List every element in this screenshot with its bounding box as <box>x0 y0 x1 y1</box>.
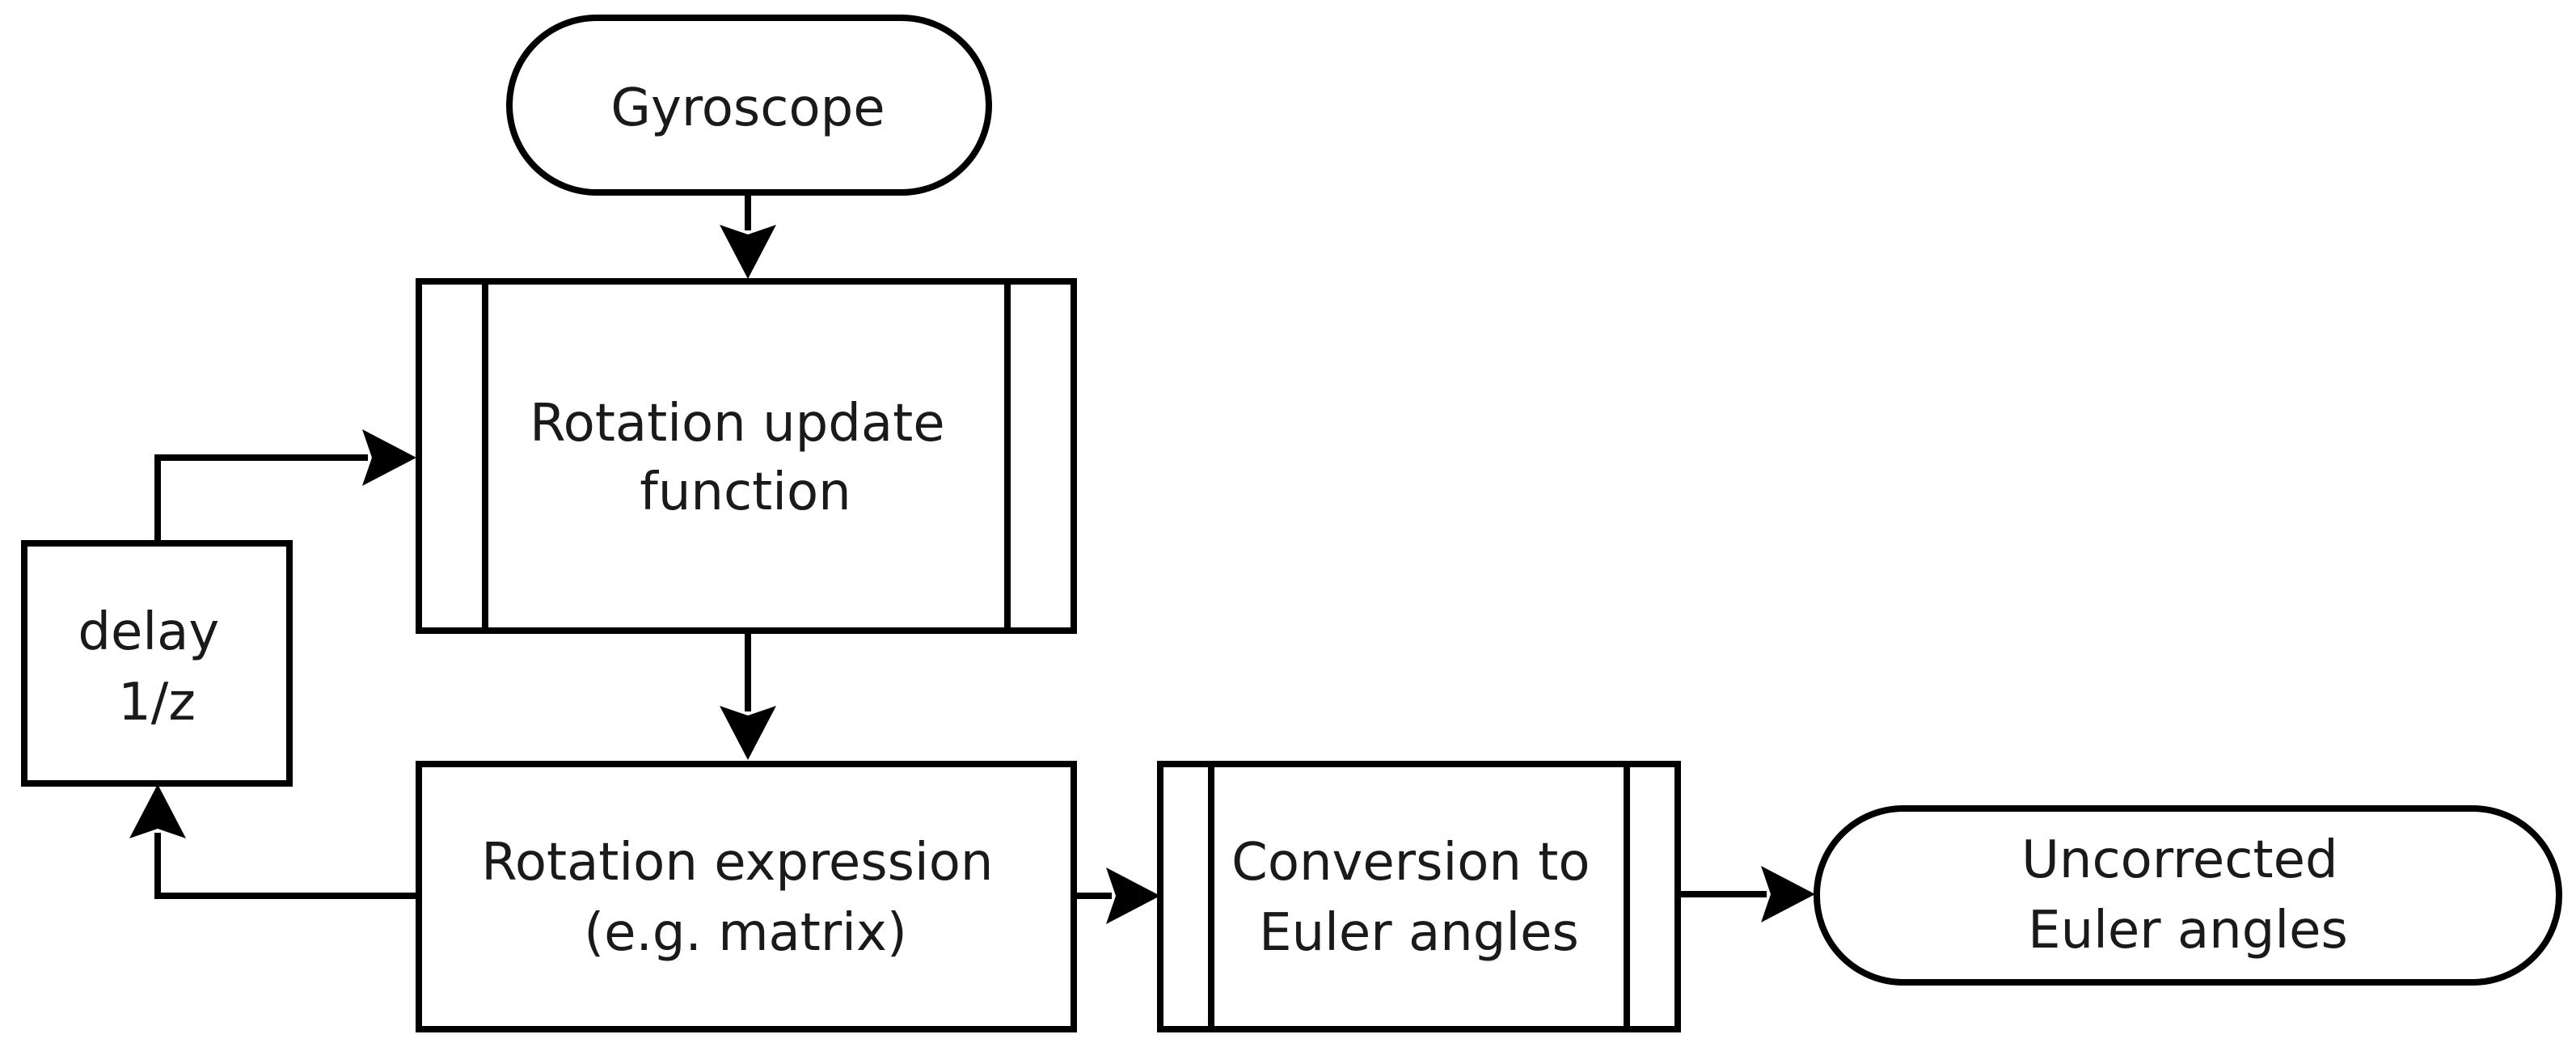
node-rotation-expression: Rotation expression (e.g. matrix) <box>416 761 1077 1032</box>
edge-rotation-expression-to-conversion <box>1074 868 1160 924</box>
arrowhead-down <box>720 706 776 760</box>
arrowhead-right <box>362 429 416 486</box>
node-rotation-update-function: Rotation update function <box>416 278 1077 634</box>
node-conversion-to-euler-angles: Conversion to Euler angles <box>1157 761 1681 1032</box>
arrowhead-right <box>1761 866 1815 922</box>
edge-rotation-expression-to-delay <box>129 784 419 899</box>
process-shape <box>21 540 293 787</box>
process-shape <box>416 761 1077 1032</box>
predefined-process-shape <box>416 278 1077 634</box>
edge-conversion-to-uncorrected <box>1678 866 1815 922</box>
edges <box>129 192 1815 924</box>
delay-label: delay 1/z <box>78 602 235 732</box>
rotation-expression-label: Rotation expression (e.g. matrix) <box>481 833 1010 963</box>
rotation-update-label: Rotation update function <box>530 394 961 522</box>
conversion-label: Conversion to Euler angles <box>1231 833 1607 963</box>
edge-delay-to-rotation-update <box>154 429 416 543</box>
terminal-shape <box>506 15 992 196</box>
arrowhead-right <box>1106 868 1160 924</box>
terminal-shape <box>1814 805 2562 986</box>
node-gyroscope: Gyroscope <box>506 15 992 196</box>
arrowhead-down <box>720 225 776 279</box>
uncorrected-label: Uncorrected Euler angles <box>2021 830 2354 960</box>
edge-rotation-update-to-rotation-expression <box>720 631 776 760</box>
gyroscope-label: Gyroscope <box>610 78 885 138</box>
node-uncorrected-euler-angles: Uncorrected Euler angles <box>1814 805 2562 986</box>
predefined-process-shape <box>1157 761 1681 1032</box>
edge-gyroscope-to-rotation-update <box>720 192 776 279</box>
node-delay: delay 1/z <box>21 540 293 787</box>
arrowhead-up <box>129 784 186 838</box>
